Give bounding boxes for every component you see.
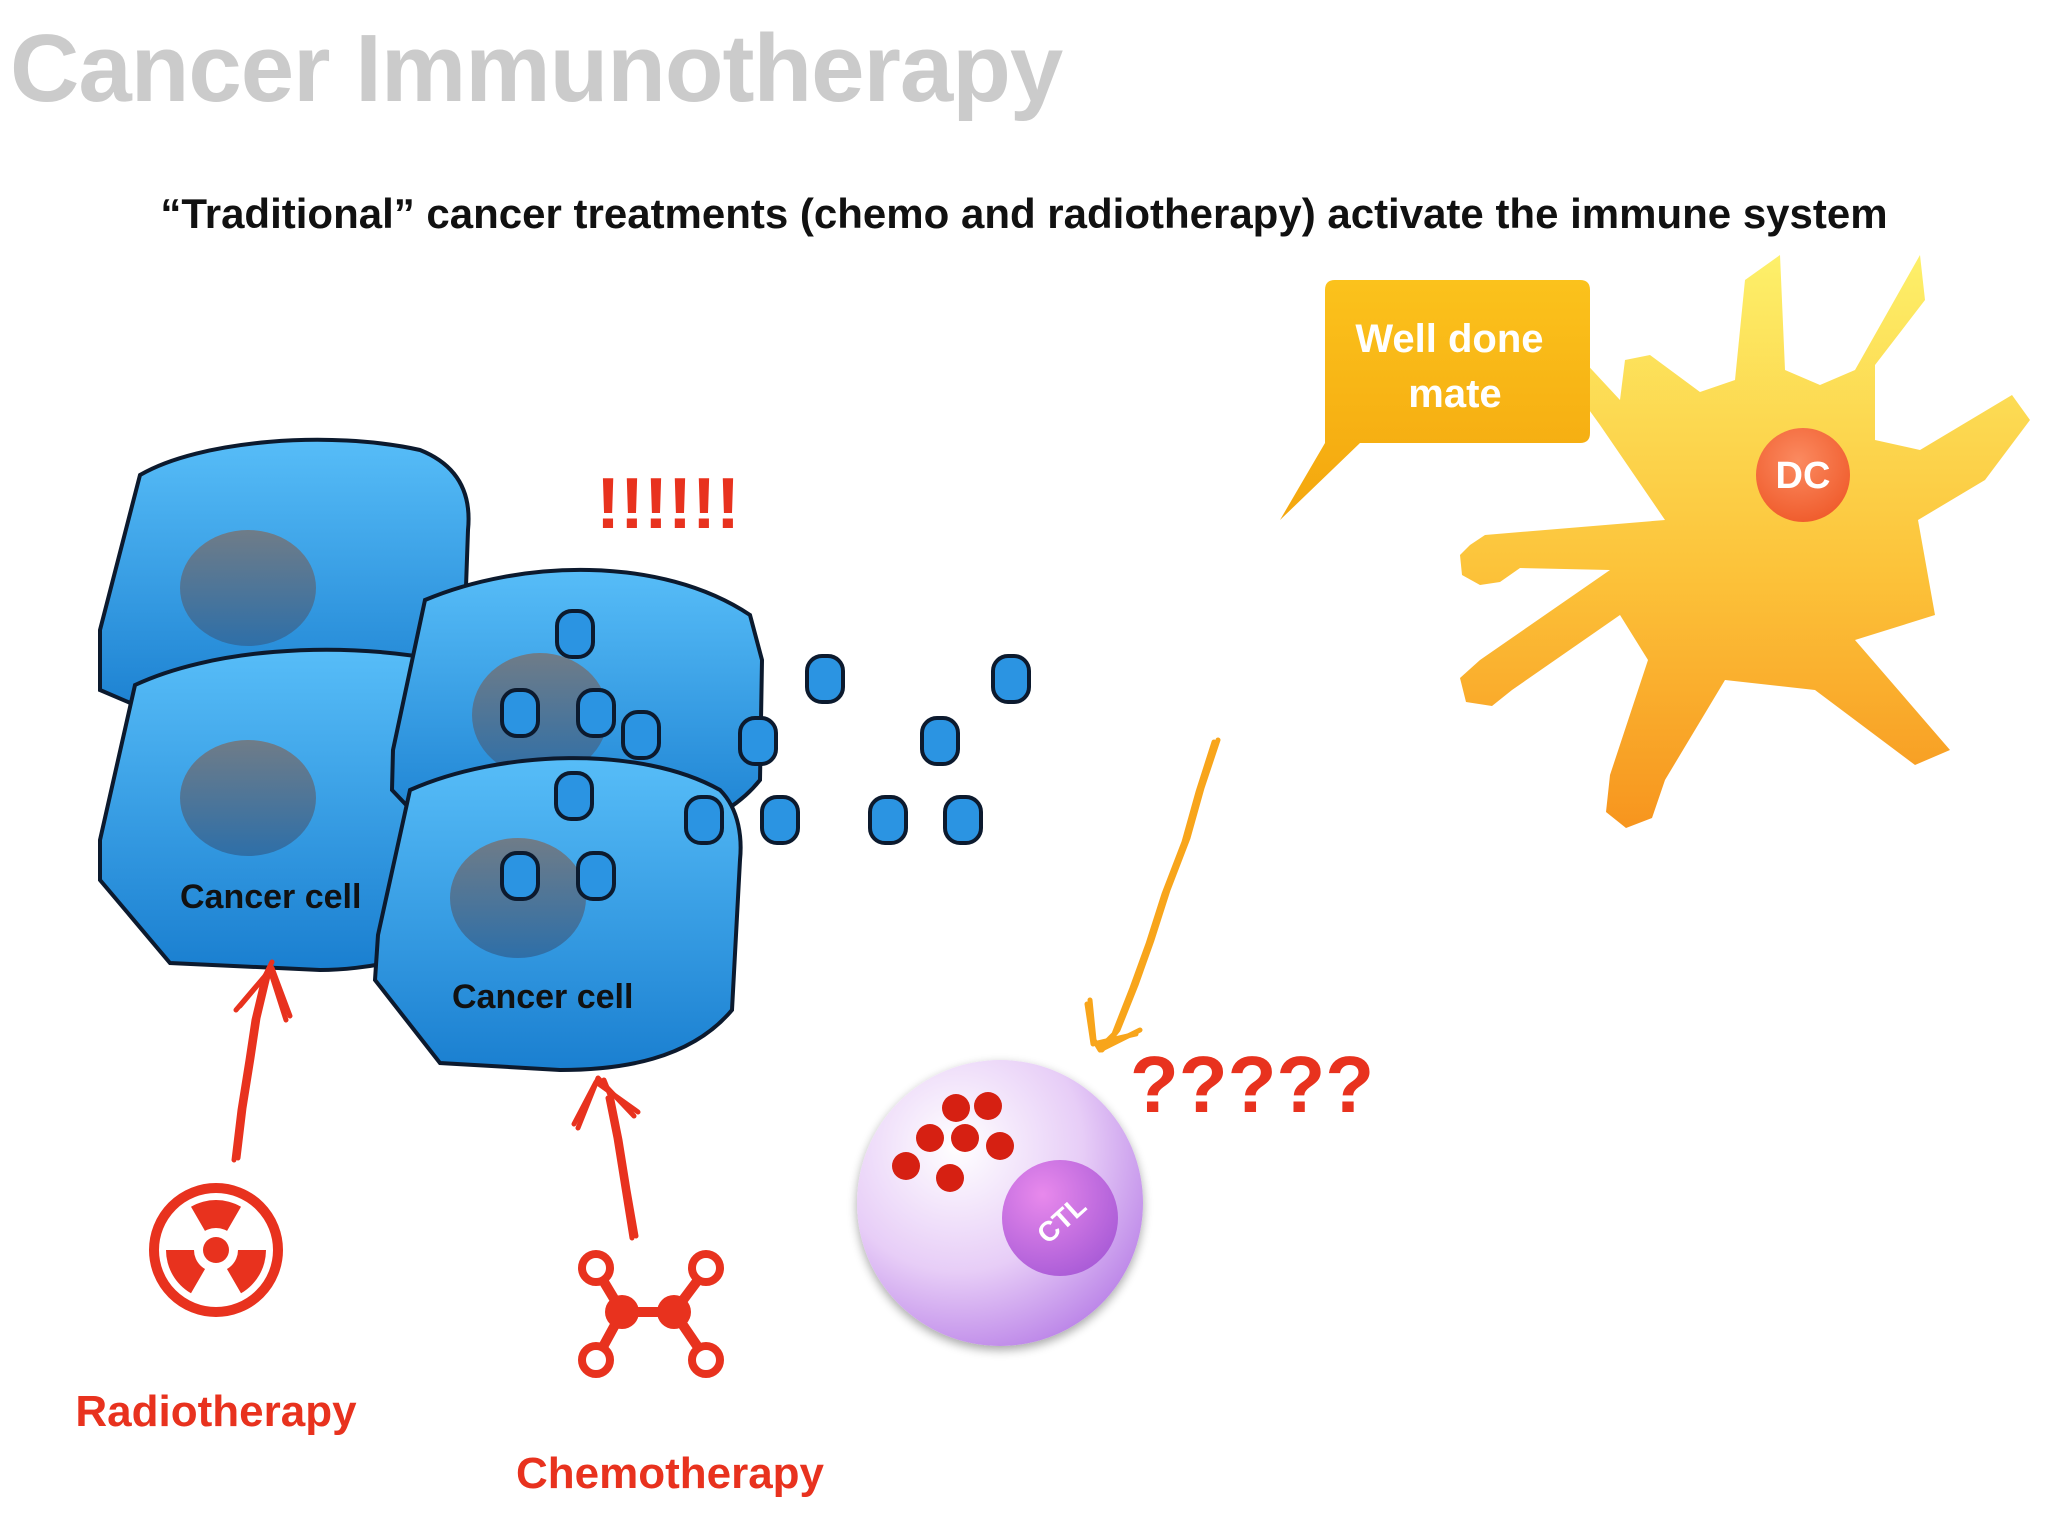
arrow-radiotherapy [231, 959, 293, 1163]
exclamation-marks: !!!!!! [596, 464, 740, 544]
dc-body [1460, 255, 2030, 828]
antigen [554, 771, 594, 821]
antigen [621, 710, 661, 760]
ctl-nucleus [1002, 1160, 1118, 1276]
speech-line-2: mate [1408, 372, 1501, 416]
granule [916, 1124, 944, 1152]
arrow-dc-to-ctl [1084, 737, 1221, 1053]
slide-title: Cancer Immunotherapy [10, 15, 1063, 122]
granule [951, 1124, 979, 1152]
antigen [576, 851, 616, 901]
ctl-granules [892, 1092, 1014, 1192]
antigen [738, 716, 778, 766]
antigen-group [500, 609, 1031, 901]
cancer-cell-label: Cancer cell [452, 978, 633, 1016]
speech-line-1: Well done [1355, 317, 1543, 361]
granule [892, 1152, 920, 1180]
arrow-chemotherapy [571, 1075, 641, 1241]
cytotoxic-t-cell: CTL [857, 1060, 1143, 1346]
antigen [920, 716, 960, 766]
antigen [805, 654, 845, 704]
dendritic-cell: DC [1460, 255, 2030, 828]
antigen [991, 654, 1031, 704]
cancer-cell-nucleus [180, 740, 316, 856]
antigen [500, 688, 540, 738]
granule [974, 1092, 1002, 1120]
antigen [500, 851, 540, 901]
antigen [943, 795, 983, 845]
dc-label: DC [1776, 455, 1831, 497]
speech-bubble: Well done mate [1280, 280, 1590, 520]
dc-nucleus [1756, 428, 1850, 522]
speech-bubble-shape [1280, 280, 1590, 520]
molecule-icon [578, 1250, 724, 1378]
antigen [684, 795, 724, 845]
antigen [760, 795, 800, 845]
antigen [868, 795, 908, 845]
radiation-icon [149, 1183, 283, 1317]
slide-subtitle: “Traditional” cancer treatments (chemo a… [160, 190, 1888, 237]
cancer-cell-label: Cancer cell [180, 878, 361, 916]
question-marks: ????? [1130, 1040, 1374, 1129]
cancer-cell-nucleus [180, 530, 316, 646]
granule [942, 1094, 970, 1122]
granule [936, 1164, 964, 1192]
radiotherapy-label: Radiotherapy [75, 1387, 357, 1436]
chemotherapy-label: Chemotherapy [516, 1449, 825, 1498]
speech-text: Well done mate [1355, 317, 1554, 416]
granule [986, 1132, 1014, 1160]
antigen [555, 609, 595, 659]
antigen [576, 688, 616, 738]
